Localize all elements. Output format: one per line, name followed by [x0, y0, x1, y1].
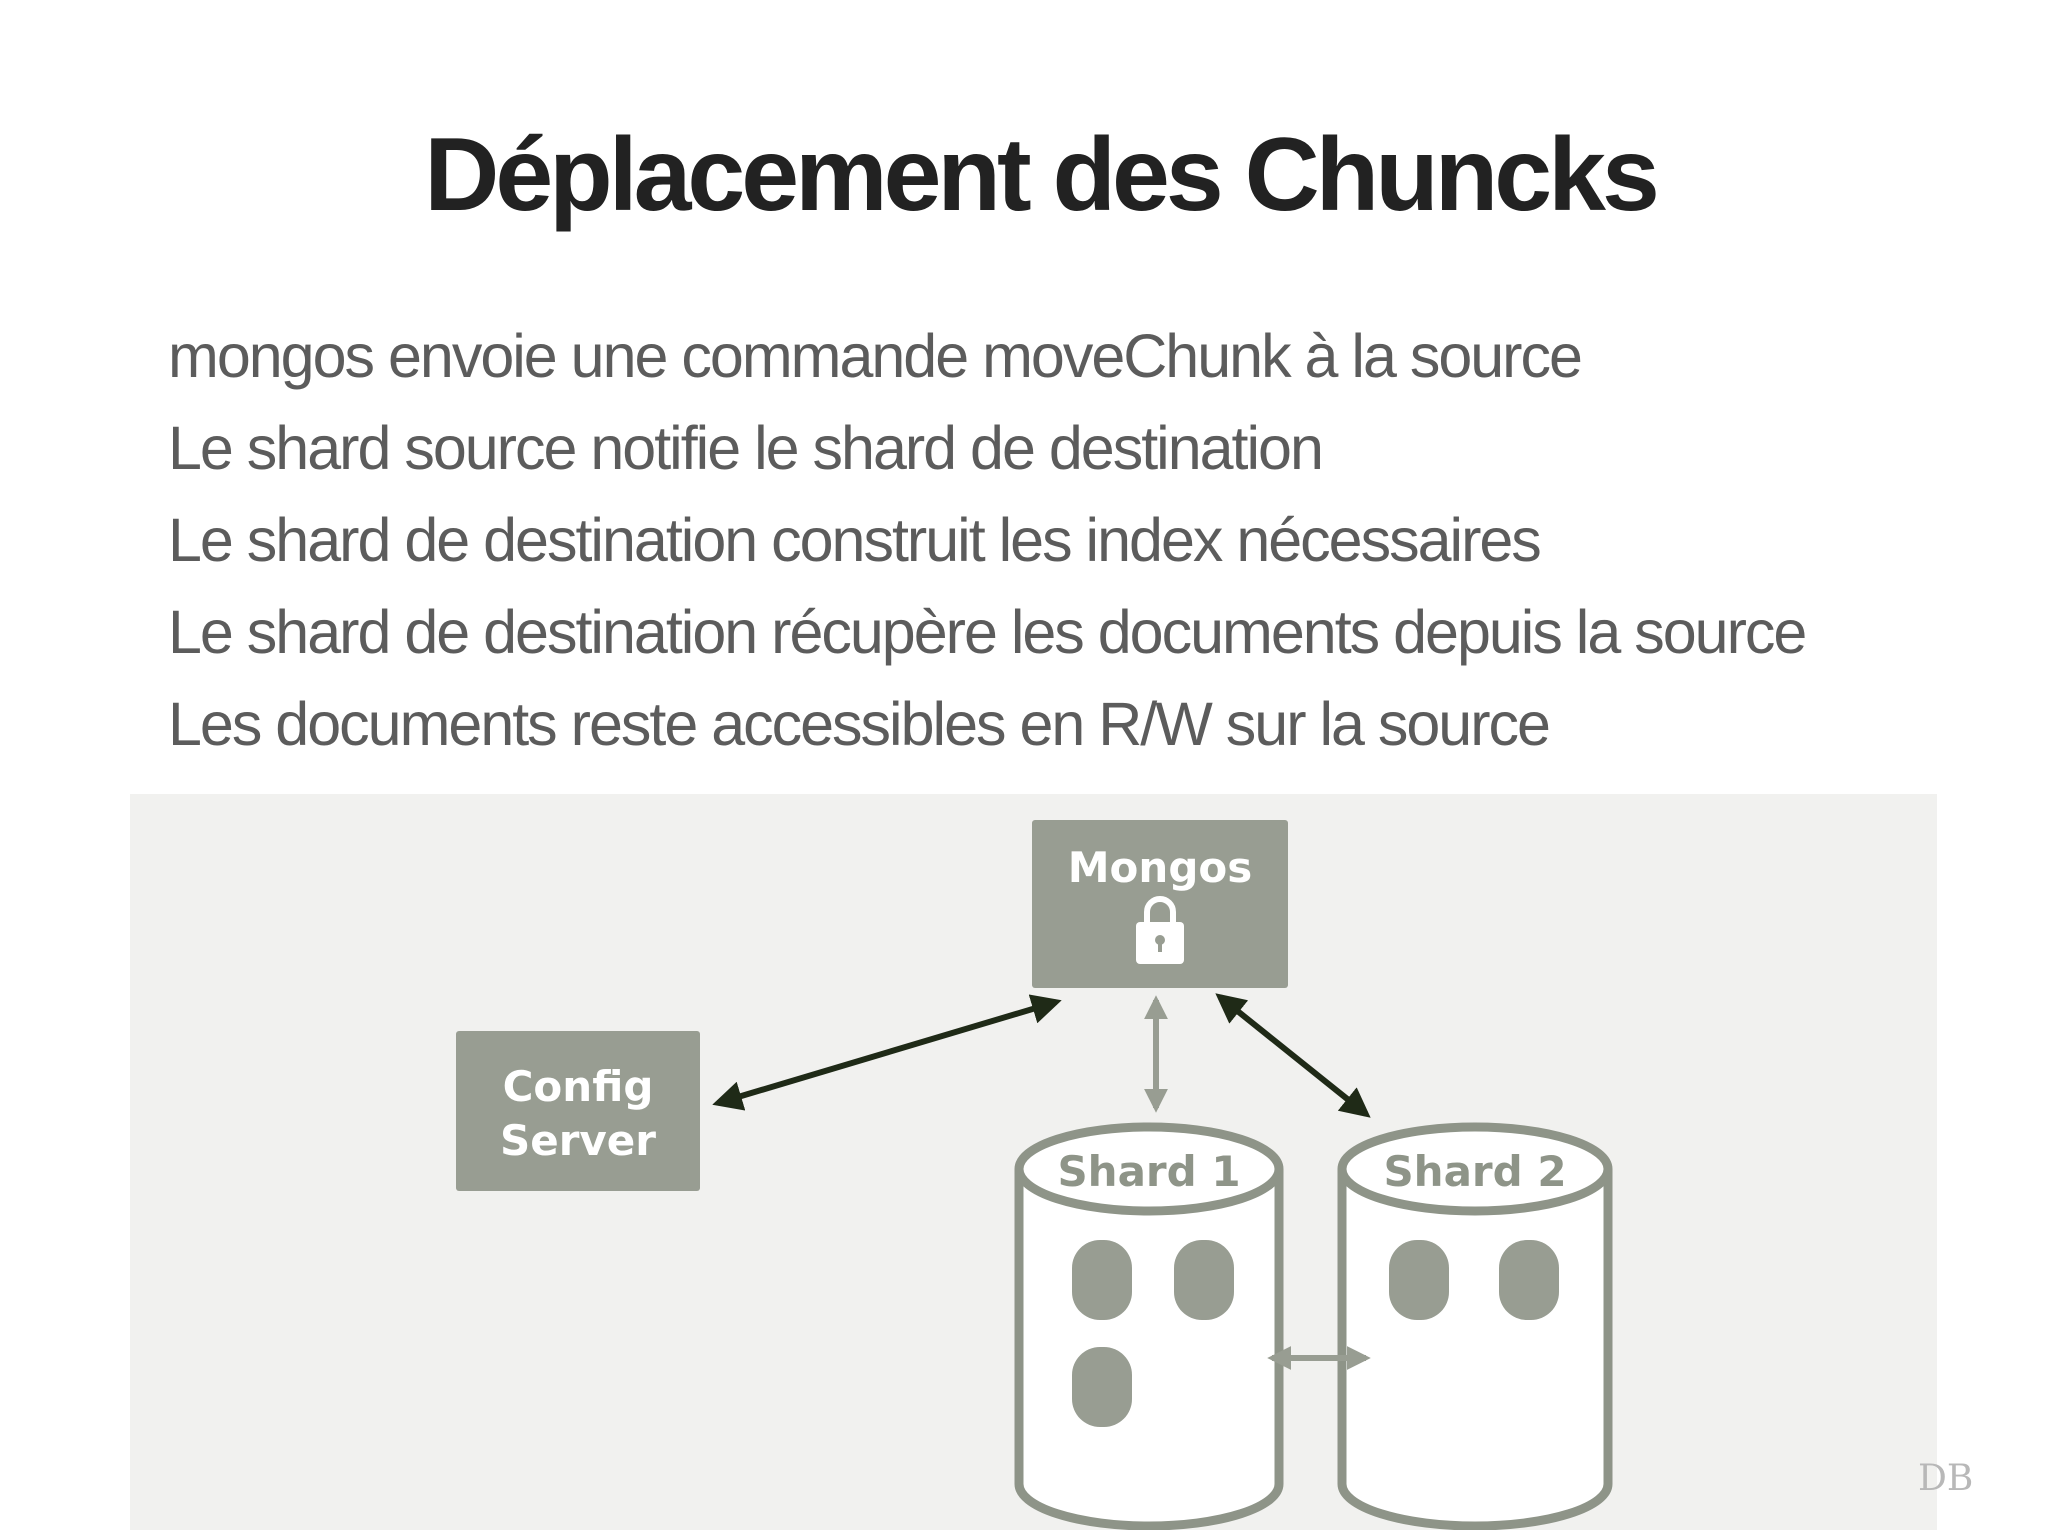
- bullet-list: mongos envoie une commande moveChunk à l…: [168, 310, 1807, 770]
- bullet-item: Le shard de destination construit les in…: [168, 506, 1542, 574]
- bullet-item: Le shard source notifie le shard de dest…: [168, 414, 1324, 482]
- lock-icon: [1136, 896, 1184, 964]
- chunk: [1499, 1240, 1559, 1320]
- chunk: [1389, 1240, 1449, 1320]
- bullet-item: Les documents reste accessibles en R/W s…: [168, 690, 1551, 758]
- shard1-label: Shard 1: [1057, 1147, 1240, 1196]
- bullet-item: mongos envoie une commande moveChunk à l…: [168, 322, 1583, 390]
- config-server-label-line1: Config: [503, 1062, 654, 1111]
- sharding-diagram: Mongos Config Server Shard 1: [130, 794, 1937, 1530]
- config-server-node: Config Server: [456, 1031, 700, 1191]
- slide-title: Déplacement des Chuncks: [424, 117, 1660, 233]
- arrow-mongos-shard2: [1215, 993, 1371, 1118]
- arrow-config-mongos: [712, 994, 1062, 1111]
- shard1-body: [1014, 1169, 1284, 1530]
- shard2-body: [1337, 1169, 1613, 1530]
- chunk: [1072, 1347, 1132, 1427]
- mongos-box: [1032, 820, 1288, 988]
- shard1-node: Shard 1: [1014, 1122, 1284, 1530]
- shard2-label: Shard 2: [1383, 1147, 1566, 1196]
- diagram-canvas: Mongos Config Server Shard 1: [456, 820, 1613, 1530]
- mongos-node: Mongos: [1032, 820, 1288, 988]
- shard2-node: Shard 2: [1337, 1122, 1613, 1530]
- chunk: [1174, 1240, 1234, 1320]
- config-server-box: [456, 1031, 700, 1191]
- config-server-label-line2: Server: [500, 1116, 656, 1165]
- bullet-item: Le shard de destination récupère les doc…: [168, 598, 1807, 666]
- footer-logo-text: DB: [1918, 1458, 1974, 1499]
- shard2-top: [1337, 1122, 1613, 1216]
- chunk: [1072, 1240, 1132, 1320]
- mongos-label: Mongos: [1068, 843, 1252, 892]
- shard1-top: [1014, 1122, 1284, 1216]
